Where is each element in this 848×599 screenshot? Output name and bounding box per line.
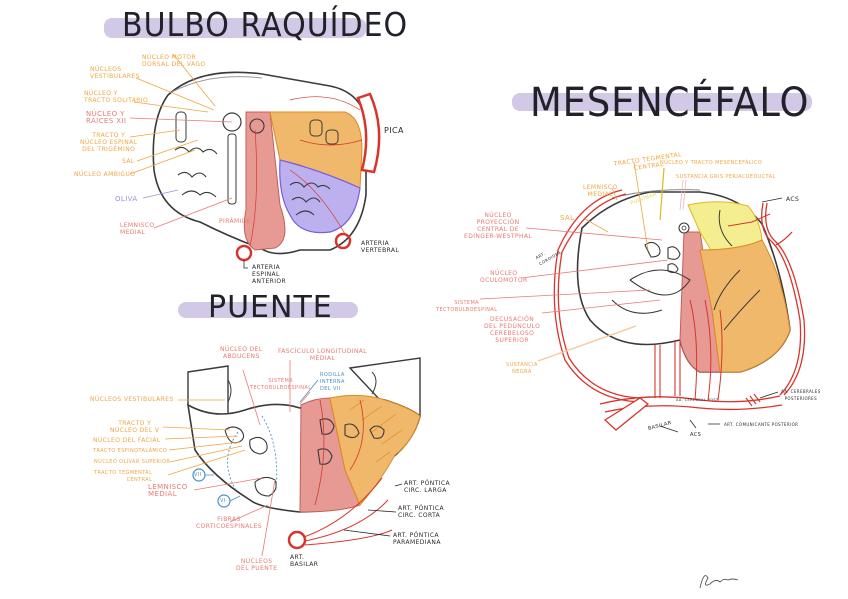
- label-oliva: OLIVA: [115, 195, 138, 203]
- label-nucleo-edinger-westphal: NÚCLEO PROYECCIÓN CENTRAL DE EDINGER-WES…: [464, 212, 533, 240]
- label-fibras-corticoespinales: FIBRAS CORTICOESPINALES: [196, 516, 262, 530]
- label-art-pontica-paramediana: ART. PÓNTICA PARAMEDIANA: [393, 532, 441, 546]
- label-art-pontica-circ-corta: ART. PÓNTICA CIRC. CORTA: [398, 505, 444, 519]
- label-art-pontica-circ-larga: ART. PÓNTICA CIRC. LARGA: [404, 480, 450, 494]
- mesencefalo-drawing: [479, 161, 806, 433]
- label-sustancia-negra: SUSTANCIA NEGRA: [506, 362, 538, 375]
- label-art-basilar-puente: ART. BASILAR: [290, 554, 319, 568]
- title-brush-mesencefalo: [512, 93, 812, 111]
- label-nerve-vii: VII: [194, 472, 202, 478]
- signature: [699, 575, 739, 589]
- label-decusacion-pedunculo-cerebeloso: DECUSACIÓN DEL PEDÚNCULO CEREBELOSO SUPE…: [484, 316, 541, 344]
- section-title-bulbo: BULBO RAQUÍDEO: [122, 6, 409, 45]
- label-aa-cerebral-post: AA. CEREBRAL POST.: [676, 398, 720, 402]
- section-title-puente: PUENTE: [208, 290, 333, 325]
- label-nerve-vi: VI: [220, 498, 226, 504]
- label-piramide: PIRÁMIDE: [219, 218, 251, 225]
- label-nucleos-vestibulares-bulbo: NÚCLEOS VESTIBULARES: [90, 66, 140, 80]
- label-acs-top: ACS: [786, 196, 800, 203]
- label-sustancia-gris-periacueductal: SUSTANCIA GRIS PERIACUEDUCTAL: [676, 174, 776, 180]
- label-nucleo-tracto-solitario: NÚCLEO Y TRACTO SOLITARIO: [84, 90, 149, 104]
- label-nucleos-del-puente: NÚCLEOS DEL PUENTE: [236, 558, 278, 572]
- label-rodilla-interna-vii: RODILLA INTERNA DEL VII: [320, 372, 345, 392]
- label-nucleo-ambiguo: NÚCLEO AMBIGUO: [74, 171, 136, 178]
- bulbo-drawing: [129, 53, 381, 269]
- label-sistema-tectobulboespinal-puente: SISTEMA TECTOBULBOESPINAL: [250, 378, 312, 391]
- label-nucleo-facial: NÚCLEO DEL FACIAL: [93, 437, 161, 444]
- label-aa-cerebrales-posteriores: AA. CEREBRALES POSTERIORES: [781, 389, 821, 401]
- label-sistema-tectobulboespinal-mes: SISTEMA TECTOBULBOESPINAL: [436, 300, 498, 313]
- label-acs-bottom: ACS: [690, 432, 702, 438]
- puente-drawing: [162, 357, 421, 557]
- label-tracto-nucleo-v: TRACTO Y NÚCLEO DEL V: [110, 420, 160, 434]
- label-tracto-tegmental-central-puente: TRACTO TEGMENTAL CENTRAL: [94, 470, 153, 483]
- label-sal-bulbo: SAL: [122, 158, 135, 165]
- label-nucleo-abducens: NÚCLEO DEL ABDUCENS: [220, 346, 263, 360]
- label-nucleo-motor-dorsal-vago: NÚCLEO MOTOR DORSAL DEL VAGO: [142, 54, 206, 68]
- label-nucleo-olivar-superior: NÚCLEO OLIVAR SUPERIOR: [94, 459, 171, 465]
- label-art-comunicante-posterior: ART. COMUNICANTE POSTERIOR: [724, 422, 799, 427]
- label-lemnisco-medial-mes: LEMNISCO MEDIAL: [583, 184, 618, 198]
- label-lemnisco-medial-puente: LEMNISCO MEDIAL: [148, 483, 188, 498]
- label-tracto-nucleo-espinal-trigemino: TRACTO Y NÚCLEO ESPINAL DEL TRIGÉMINO: [80, 132, 138, 153]
- label-lemnisco-medial-bulbo: LEMNISCO MEDIAL: [120, 222, 155, 236]
- label-arteria-espinal-anterior: ARTERIA ESPINAL ANTERIOR: [252, 264, 287, 285]
- label-arteria-vertebral: ARTERIA VERTEBRAL: [361, 240, 400, 254]
- section-title-mesencefalo: MESENCÉFALO: [530, 80, 810, 126]
- label-nucleo-tracto-mesencefalico: NÚCLEO Y TRACTO MESENCEFÁLICO: [660, 160, 763, 166]
- label-nucleo-raices-xii: NÚCLEO Y RAÍCES XII: [86, 110, 127, 125]
- label-sal-mes: SAL: [560, 214, 575, 222]
- label-nucleo-oculomotor: NÚCLEO OCULOMOTOR: [480, 270, 528, 284]
- label-pica: PICA: [384, 126, 404, 135]
- label-nucleos-vestibulares-puente: NÚCLEOS VESTIBULARES: [90, 396, 174, 403]
- title-brush-puente: [178, 302, 358, 318]
- label-fasciculo-longitudinal-medial: FASCÍCULO LONGITUDINAL MEDIAL: [278, 348, 368, 362]
- title-brush-bulbo: [104, 18, 366, 38]
- label-tracto-espinotalamico: TRACTO ESPINOTALÁMICO: [93, 448, 168, 454]
